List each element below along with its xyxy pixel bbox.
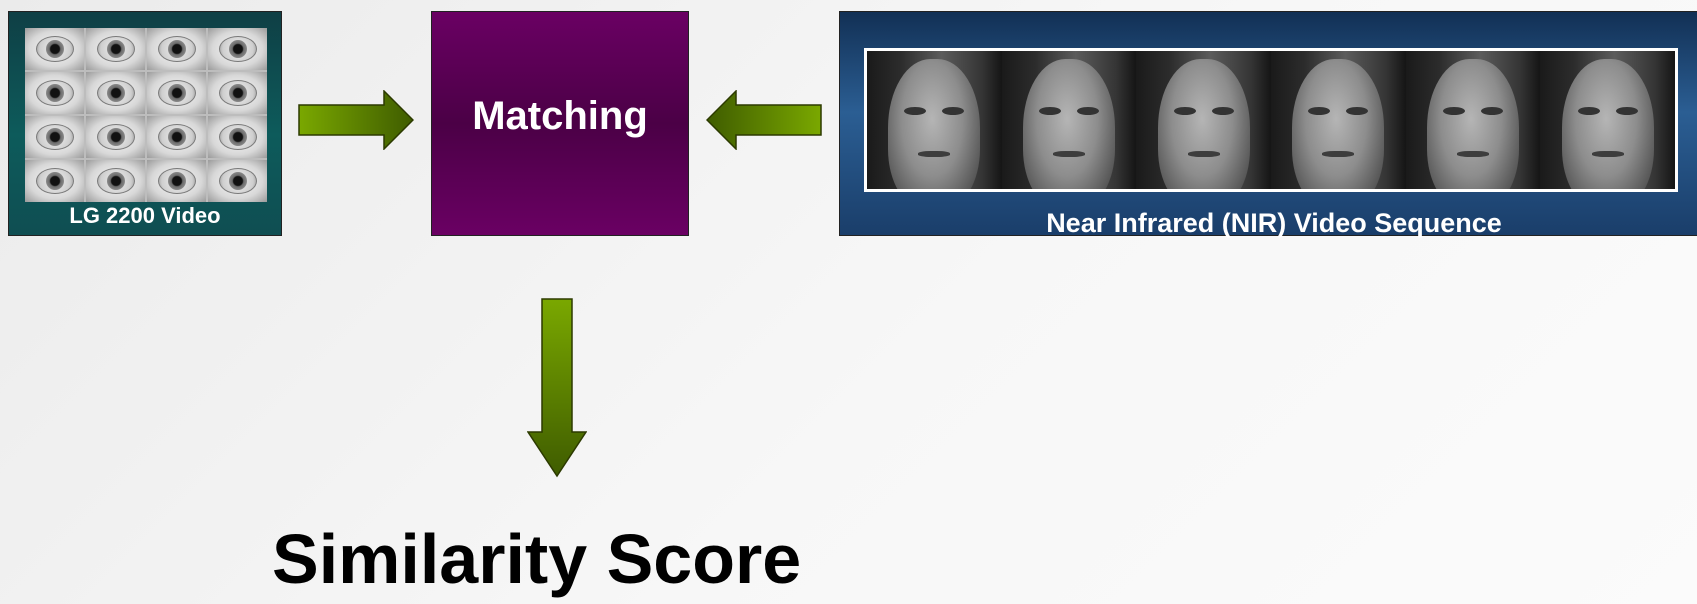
nir-face-frame <box>1271 51 1406 189</box>
iris-image <box>208 160 267 202</box>
iris-image <box>147 160 206 202</box>
nir-video-panel: Near Infrared (NIR) Video Sequence <box>839 11 1697 238</box>
nir-face-frame <box>867 51 1002 189</box>
arrow-right-to-matching <box>706 90 822 150</box>
iris-image <box>86 160 145 202</box>
nir-face-frame <box>1136 51 1272 189</box>
iris-image <box>25 28 84 70</box>
nir-face-frame <box>1405 51 1541 189</box>
nir-face-frame <box>1001 51 1137 189</box>
iris-image <box>86 28 145 70</box>
iris-image <box>86 72 145 114</box>
iris-image <box>25 160 84 202</box>
iris-image <box>86 116 145 158</box>
iris-image-grid <box>25 28 267 202</box>
iris-image <box>208 28 267 70</box>
similarity-score-label: Similarity Score <box>272 520 802 598</box>
lg2200-video-panel: LG 2200 Video <box>8 11 282 236</box>
iris-image <box>25 72 84 114</box>
arrow-matching-to-score <box>527 298 587 478</box>
iris-image <box>147 72 206 114</box>
iris-image <box>25 116 84 158</box>
nir-video-label: Near Infrared (NIR) Video Sequence <box>1046 208 1502 238</box>
matching-label: Matching <box>472 93 648 138</box>
matching-box: Matching <box>431 11 689 236</box>
nir-face-strip <box>864 48 1678 192</box>
iris-image <box>147 116 206 158</box>
iris-image <box>147 28 206 70</box>
iris-image <box>208 72 267 114</box>
iris-image <box>208 116 267 158</box>
arrow-left-to-matching <box>298 90 414 150</box>
nir-face-frame <box>1540 51 1675 189</box>
lg2200-video-label: LG 2200 Video <box>69 203 221 228</box>
